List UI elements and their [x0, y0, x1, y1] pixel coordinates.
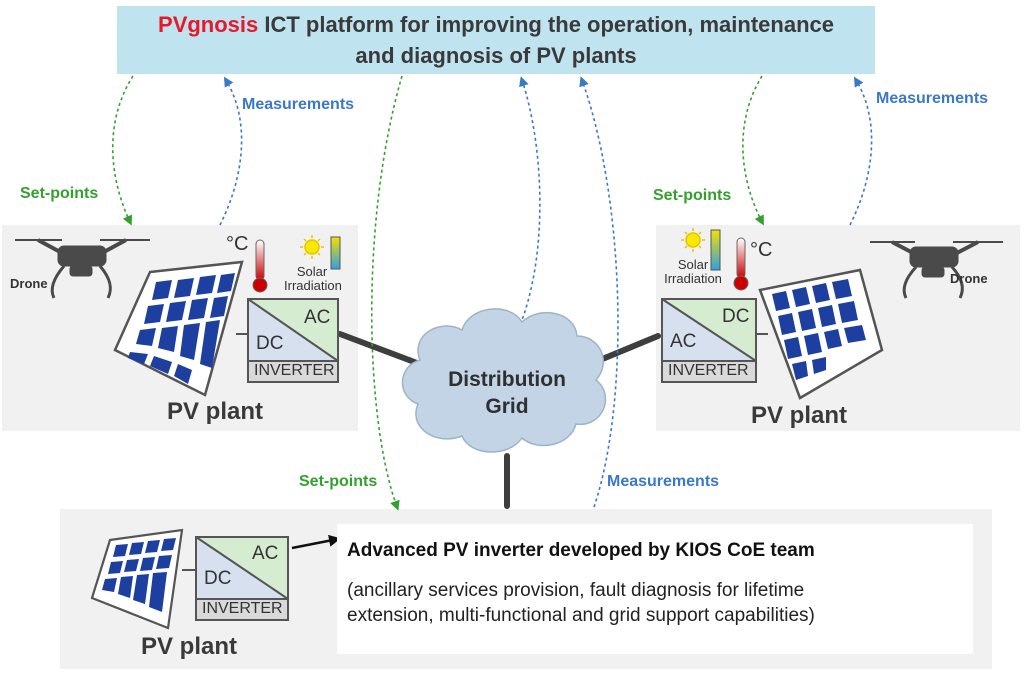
left-inverter-ac: AC	[304, 307, 331, 328]
brand-name: PVgnosis	[158, 12, 259, 37]
bottom-inverter-label: INVERTER	[202, 600, 283, 617]
description-line2: extension, multi-functional and grid sup…	[347, 605, 815, 626]
inverter-description-box	[337, 524, 973, 654]
right-drone-icon	[870, 240, 1003, 299]
bottom-setpoints-label: Set-points	[299, 473, 378, 490]
right-solar-label: Solar Irradiation	[660, 258, 726, 286]
left-pv-panel-icon	[113, 260, 244, 397]
right-plant-label: PV plant	[751, 402, 848, 429]
inverter-to-description-arrow	[291, 534, 341, 550]
bottom-measurements-label: Measurements	[607, 473, 720, 490]
right-inverter-ac: AC	[670, 331, 697, 352]
platform-header: PVgnosis ICT platform for improving the …	[117, 6, 875, 74]
left-plant-label: PV plant	[167, 398, 264, 425]
left-plant-grid-link	[337, 331, 428, 369]
header-line-1: PVgnosis ICT platform for improving the …	[117, 9, 875, 40]
left-solar-line2: Irradiation	[284, 278, 342, 293]
right-setpoints-label: Set-points	[653, 187, 732, 204]
right-measurements-arrow	[849, 76, 873, 226]
left-temp-unit: °C	[226, 233, 249, 255]
left-solar-label: Solar Irradiation	[284, 264, 342, 293]
distribution-grid-cloud	[401, 308, 607, 453]
grid-label: Distribution Grid	[422, 366, 592, 420]
bottom-inverter-ac: AC	[252, 543, 279, 564]
bottom-setpoints-arrow	[370, 75, 403, 511]
left-measurements-arrow	[219, 76, 243, 226]
left-drone-icon	[15, 238, 150, 299]
left-inverter-label: INVERTER	[254, 362, 335, 379]
left-irradiation-bar	[330, 236, 341, 270]
left-inverter-dc: DC	[256, 333, 284, 354]
grid-label-line2: Grid	[485, 395, 529, 418]
left-setpoints-label: Set-points	[20, 185, 99, 202]
right-drone-label: Drone	[950, 271, 988, 286]
right-solar-line1: Solar	[677, 257, 709, 272]
bottom-pv-panel-icon	[90, 528, 184, 630]
right-pv-panel-icon	[758, 268, 884, 400]
bottom-measurements-arrow	[579, 76, 619, 508]
grid-label-line1: Distribution	[448, 368, 566, 391]
grid-measurements-arrow	[517, 76, 541, 331]
header-line-2: and diagnosis of PV plants	[355, 43, 637, 68]
left-setpoints-arrow	[112, 75, 134, 226]
right-setpoints-arrow	[742, 75, 764, 226]
left-solar-line1: Solar	[296, 264, 328, 279]
right-thermometer-icon	[733, 237, 749, 291]
description-body: (ancillary services provision, fault dia…	[347, 578, 815, 628]
left-drone-label: Drone	[10, 276, 48, 291]
right-measurements-label: Measurements	[876, 90, 989, 107]
right-temp-unit: °C	[750, 239, 773, 261]
right-plant-grid-link	[597, 333, 661, 363]
left-thermometer-icon	[252, 239, 268, 293]
bottom-inverter-icon	[182, 536, 289, 621]
right-inverter-icon	[661, 298, 768, 383]
left-sun-icon	[300, 235, 324, 259]
grid-connection-lines	[337, 331, 661, 509]
right-irradiation-bar	[710, 229, 721, 271]
description-title: Advanced PV inverter developed by KIOS C…	[347, 540, 815, 561]
left-measurements-label: Measurements	[242, 96, 355, 113]
right-solar-line2: Irradiation	[664, 271, 722, 286]
description-line1: (ancillary services provision, fault dia…	[347, 580, 805, 601]
right-inverter-dc: DC	[722, 306, 750, 327]
left-inverter-icon	[236, 298, 339, 383]
right-inverter-label: INVERTER	[668, 362, 749, 379]
bottom-plant-label: PV plant	[141, 633, 238, 660]
bottom-inverter-dc: DC	[204, 568, 232, 589]
right-sun-icon	[681, 228, 705, 252]
header-title-rest: ICT platform for improving the operation…	[258, 12, 834, 37]
